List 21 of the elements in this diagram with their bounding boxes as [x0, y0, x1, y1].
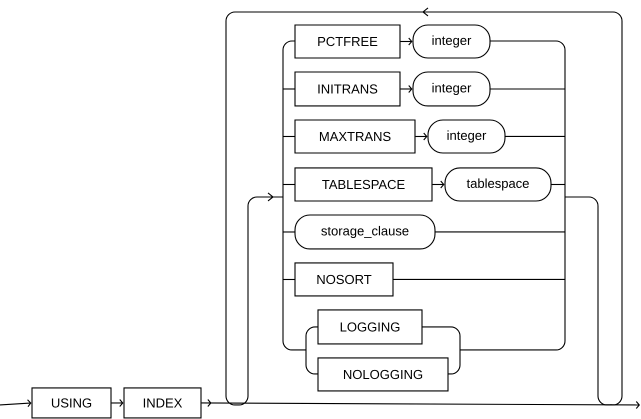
arrow — [112, 399, 124, 407]
keyword-box: PCTFREE — [294, 24, 401, 59]
parameter-pill: storage_clause — [294, 214, 436, 250]
parameter-pill: integer — [412, 24, 491, 59]
keyword-box: INITRANS — [294, 71, 401, 107]
parameter-pill: integer — [427, 119, 506, 154]
parameter-pill: integer — [412, 71, 491, 107]
arrow — [432, 180, 444, 188]
keyword-box: TABLESPACE — [294, 167, 433, 202]
arrow — [416, 132, 428, 140]
parameter-pill: tablespace — [444, 167, 552, 202]
keyword-box: NOLOGGING — [317, 357, 449, 392]
keyword-box: NOSORT — [294, 262, 394, 297]
keyword-box: USING — [31, 387, 112, 419]
arrow — [202, 399, 640, 409]
keyword-box: LOGGING — [317, 309, 423, 345]
arrow — [400, 38, 412, 46]
arrow — [400, 85, 412, 93]
keyword-box: MAXTRANS — [294, 119, 416, 154]
keyword-box: INDEX — [123, 387, 202, 419]
arrow — [0, 399, 32, 408]
